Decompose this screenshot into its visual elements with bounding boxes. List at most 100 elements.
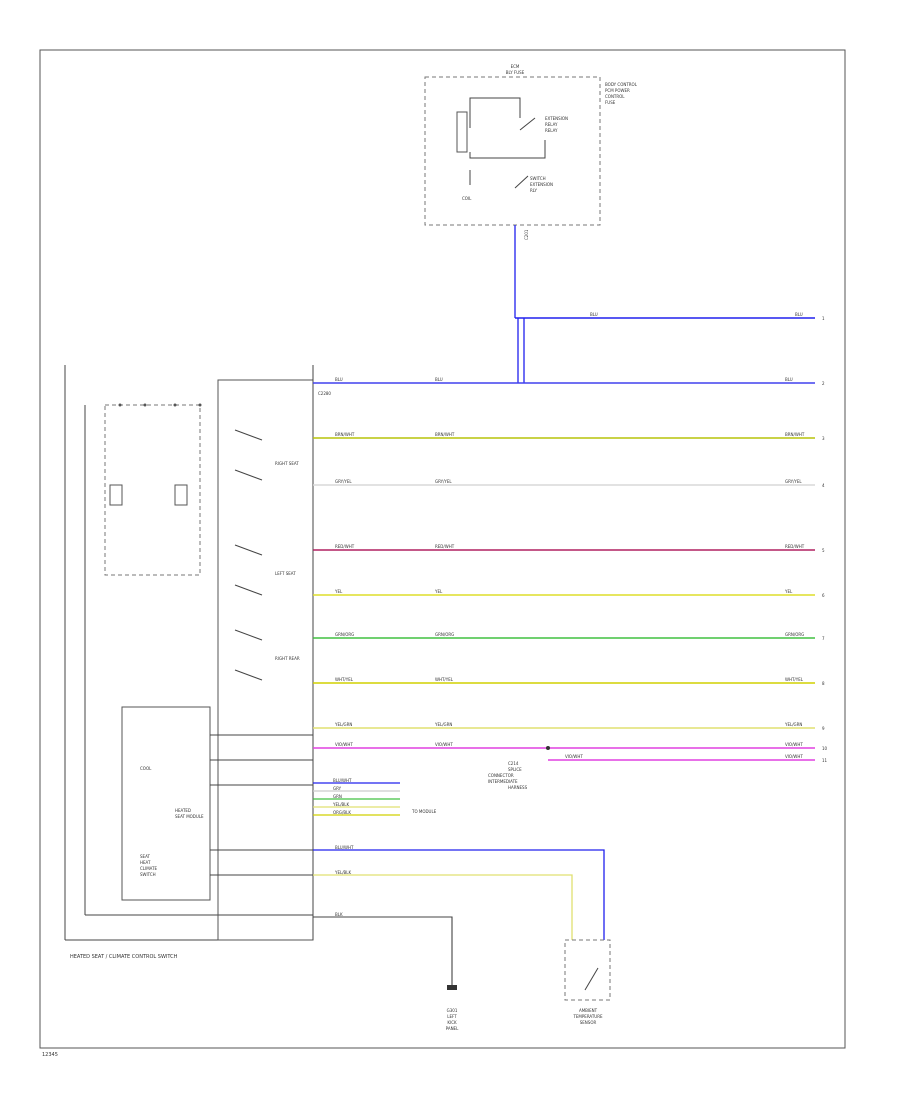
wire-pin-label: 1 [822,316,825,321]
sub-label-0: HEATED [175,808,191,813]
group-label-1: LEFT SEAT [275,571,296,576]
wire-color-label: VIO/WHT [785,754,803,759]
wire-color-label: WHT/YEL [335,677,354,682]
bundle-pin-label: BLU/WHT [333,778,352,783]
relay-label-2: RELAY [545,128,558,133]
sub-label-1: SEAT MODULE [175,814,204,819]
seat-switch-element [109,484,123,506]
sensor-element [584,967,599,991]
module-connector: C2280 [318,391,331,396]
seat-switch-dot [198,403,202,407]
seat-switch-element [174,484,188,506]
route-label-blk: BLK [335,912,343,917]
sensor-label-2: SENSOR [580,1020,597,1025]
seat-switch-dot [173,403,177,407]
splice-label-3: INTERMEDIATE [488,779,518,784]
wire-color-label: BLU [785,377,793,382]
pcm-connector: C201 [524,229,529,240]
ground-label-3: PANEL [446,1026,459,1031]
seat-switch-dot [143,403,147,407]
wire-color-label: BLU [335,377,343,382]
wire-color-label: RED/WHT [435,544,455,549]
pcm-title-2: BLY FUSE [506,70,525,75]
switch-contact-4 [234,584,263,596]
seat-switch-marks [109,403,202,506]
seat-switch-box [104,404,201,576]
wire-color-label: BLU [590,312,598,317]
diagram-frame [39,49,846,1049]
ground-label-0: G301 [447,1008,458,1013]
relay-label-0: EXTENSION [545,116,568,121]
wire-color-label: YEL [434,589,443,594]
route-label-yel: YEL/BLK [334,870,352,875]
wire-color-label: YEL [334,589,343,594]
wire-color-label: GRN/ORG [335,632,354,637]
wire-pin-label: 4 [822,483,825,488]
route-label-blu: BLU/WHT [335,845,354,850]
switch-module: RIGHT SEAT LEFT SEAT RIGHT REAR COOL HEA… [64,365,331,960]
lower-label-3: SWITCH [140,872,156,877]
wire-color-label: BRN/WHT [335,432,355,437]
pcm-note-1: PCM POWER [605,88,630,93]
switch-label-1: EXTENSION [530,182,553,187]
relay-wire [469,97,521,128]
bundle-pin-label: GRN [333,794,342,799]
wire-color-label: RED/WHT [785,544,805,549]
wire-color-label: YEL/GRN [434,722,452,727]
splice-label-4: HARNESS [508,785,528,790]
pcm-box [424,76,601,226]
wire-color-label: RED/WHT [335,544,355,549]
wire-color-label: GRN/ORG [435,632,454,637]
switch-contact-6 [234,669,263,681]
wire-color-label: GRY/YEL [335,479,352,484]
wire-color-label: YEL/GRN [334,722,352,727]
wire-pin-label: 11 [822,758,828,763]
wire-pin-label: 7 [822,636,825,641]
pcm-drop-wire [514,225,525,383]
wire-color-label: YEL [784,589,793,594]
seat-switch-dot [118,403,122,407]
lower-label-2: CLIMATE [140,866,158,871]
wire-color-label: VIO/WHT [785,742,803,747]
bundle-pin-label: GRY [333,786,342,791]
cool-label: COOL [140,766,152,771]
coil-label: COIL [462,196,472,201]
wire-pin-label: 5 [822,548,825,553]
switch-label-2: RLY [530,188,537,193]
splice-label-1: SPLICE [508,767,522,772]
ambient-sensor: AMBIENT TEMPERATURE SENSOR [564,939,611,1025]
wire-color-label: YEL/GRN [784,722,802,727]
wire-pin-label: 3 [822,436,825,441]
route-blk [313,916,453,985]
ground-label-1: LEFT [447,1014,457,1019]
pcm-note-3: FUSE [605,100,616,105]
wire-color-label: WHT/YEL [435,677,454,682]
wire-color-label: WHT/YEL [785,677,804,682]
splice-dot [546,746,550,750]
route-yel-blk [313,874,573,940]
switch-contact-3 [234,544,263,556]
switch-contacts [234,429,263,681]
wire-11: VIO/WHT VIO/WHT 11 [548,754,828,763]
lower-label-0: SEAT [140,854,150,859]
splice-label-0: C214 [508,761,519,766]
ground-block [447,985,457,990]
wire-color-label: VIO/WHT [565,754,583,759]
switch-contact [514,175,529,189]
sensor-label-1: TEMPERATURE [572,1014,603,1019]
relay-lower [469,140,546,159]
wire-color-label: BLU [795,312,803,317]
splice: C214 SPLICE CONNECTOR INTERMEDIATE HARNE… [488,746,550,790]
splice-label-2: CONNECTOR [488,773,514,778]
wire-color-label: BLU [435,377,443,382]
lower-routes: BLU/WHT YEL/BLK BLK [313,845,605,985]
ground-label-2: KICK [447,1020,457,1025]
